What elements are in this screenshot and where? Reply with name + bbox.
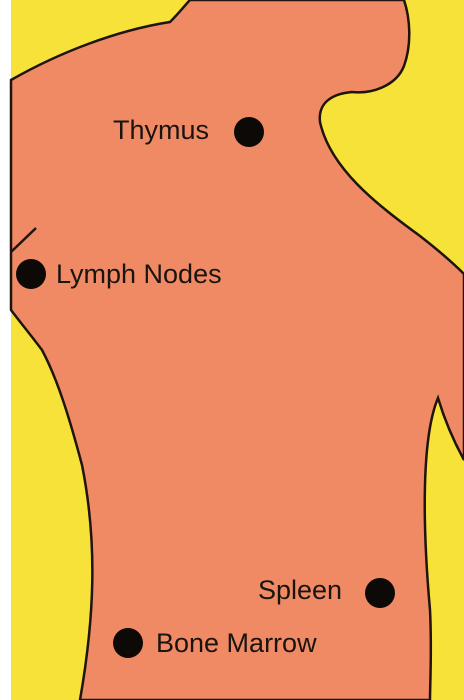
lymph-nodes-label: Lymph Nodes — [56, 261, 222, 288]
left-white-border — [0, 0, 11, 700]
bone-marrow-marker — [113, 628, 143, 658]
spleen-label: Spleen — [258, 577, 342, 604]
bone-marrow-label: Bone Marrow — [156, 630, 317, 657]
lymph-nodes-marker — [16, 259, 46, 289]
spleen-marker — [365, 578, 395, 608]
thymus-label: Thymus — [113, 117, 209, 144]
thymus-marker — [234, 117, 264, 147]
